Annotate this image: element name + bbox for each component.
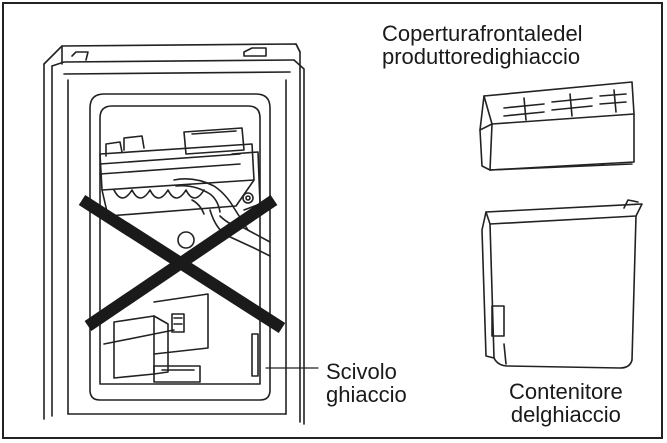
- ice-chute-label: Scivolo ghiaccio: [326, 360, 407, 406]
- ice-bin: [481, 199, 643, 369]
- ice-maker-front-cover: [479, 81, 635, 171]
- ice-maker-front-cover-label: Coperturafrontaledel produttoredighiacci…: [382, 22, 583, 68]
- chute-label-line1: Scivolo: [326, 359, 397, 384]
- chute-label-line2: ghiaccio: [326, 382, 407, 408]
- cover-label-line1: Coperturafrontaledel: [382, 21, 583, 46]
- diagram-frame: Coperturafrontaledel produttoredighiacci…: [2, 2, 663, 439]
- cover-label-line2: produttoredighiaccio: [382, 44, 581, 70]
- diagram-drawing: [43, 43, 643, 425]
- refrigerator-door: [43, 43, 305, 425]
- ice-maker-assembly: [99, 127, 261, 249]
- bin-label-line2: delghiaccio: [510, 402, 621, 428]
- control-module: [113, 293, 209, 379]
- prohibited-x-icon: [78, 194, 286, 334]
- dispenser-recess: [89, 93, 271, 401]
- bin-label-line1: Contenitore: [509, 379, 623, 404]
- ice-bin-label: Contenitore delghiaccio: [509, 380, 623, 426]
